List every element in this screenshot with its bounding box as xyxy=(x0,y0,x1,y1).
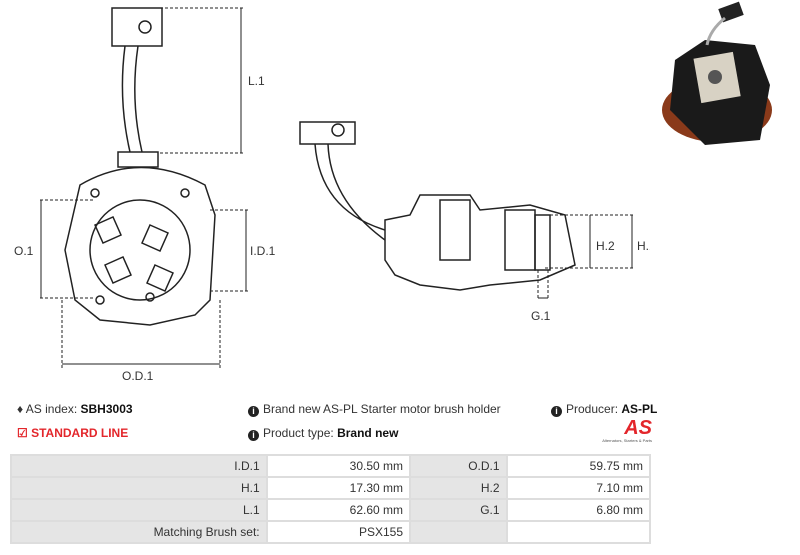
as-pl-logo: AS Alternators, Starters & Parts xyxy=(602,417,652,443)
table-cell: PSX155 xyxy=(265,520,412,544)
label-od1: O.D.1 xyxy=(122,369,154,383)
table-cell: 59.75 mm xyxy=(505,454,652,478)
table-cell xyxy=(409,520,508,544)
table-cell: H.2 xyxy=(409,476,508,500)
info-icon: i xyxy=(248,406,259,417)
table-cell: 6.80 mm xyxy=(505,498,652,522)
table-cell: 30.50 mm xyxy=(265,454,412,478)
label-o1: O.1 xyxy=(14,244,34,258)
label-h1: H.1 xyxy=(637,239,650,253)
table-cell: H.1 xyxy=(10,476,268,500)
standard-line-badge: ☑ STANDARD LINE xyxy=(17,426,129,440)
label-id1: I.D.1 xyxy=(250,244,276,258)
tag-icon: ♦ xyxy=(17,402,24,416)
table-cell: Matching Brush set: xyxy=(10,520,268,544)
table-cell: L.1 xyxy=(10,498,268,522)
table-cell: O.D.1 xyxy=(409,454,508,478)
table-cell xyxy=(505,520,652,544)
as-index: ♦ AS index: SBH3003 xyxy=(17,402,133,416)
info-icon: i xyxy=(248,430,259,441)
label-h2: H.2 xyxy=(596,239,615,253)
info-icon: i xyxy=(551,406,562,417)
technical-drawing: L.1 O.1 I.D.1 O.D.1 H.2 H.1 G.1 xyxy=(14,7,650,383)
product-photo xyxy=(662,1,772,145)
checkbox-icon: ☑ xyxy=(17,426,28,440)
label-g1: G.1 xyxy=(531,309,551,323)
table-cell: 7.10 mm xyxy=(505,476,652,500)
table-cell: 17.30 mm xyxy=(265,476,412,500)
table-cell: I.D.1 xyxy=(10,454,268,478)
table-cell: 62.60 mm xyxy=(265,498,412,522)
table-cell: G.1 xyxy=(409,498,508,522)
table-row: Matching Brush set:PSX155 xyxy=(10,520,652,544)
label-l1: L.1 xyxy=(248,74,265,88)
